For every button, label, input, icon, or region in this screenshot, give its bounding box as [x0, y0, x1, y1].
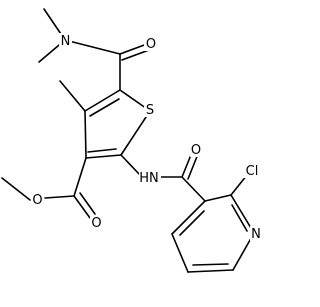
bond-o-methyl [1, 177, 31, 201]
atom-cl: Cl [246, 164, 259, 179]
bond-n-amide-c [64, 39, 121, 55]
bond-c3-c4 [84, 110, 87, 159]
bond-s-c2 [120, 110, 151, 156]
bond-py-c5-c4 [171, 233, 189, 273]
atom-o-ester-carbonyl: O [91, 216, 101, 231]
bonds [1, 8, 255, 273]
bond-c3-ester-c [73, 157, 87, 197]
bond-c4-methyl [59, 80, 86, 112]
atom-o-amide-top: O [146, 37, 156, 52]
bond-c2-c3-1 [85, 154, 122, 159]
atom-s-thiophene: S [146, 103, 154, 118]
bond-py-c2-n-inner [231, 204, 248, 232]
bond-py-c6-c5 [187, 269, 234, 273]
bond-c2-nh [120, 154, 141, 176]
bond-c4-c5-2 [89, 98, 120, 117]
bond-py-c3-c2 [204, 194, 232, 202]
structure-canvas: N O S HN O Cl O O N [1, 8, 263, 273]
atom-labels: N O S HN O Cl O O N [31, 33, 263, 242]
bond-py-c6-c5-inner [192, 263, 229, 266]
atom-nh: HN [139, 171, 159, 186]
bond-ester-c-o [44, 195, 75, 199]
bond-amide-c-py-c3 [181, 176, 206, 202]
atom-o-ester-ether: O [32, 193, 42, 208]
bond-ester-co-1 [73, 195, 91, 219]
atom-o-amide-right: O [191, 143, 201, 158]
bond-c2-c3-2 [87, 148, 117, 153]
bond-ester-co-2 [79, 192, 96, 215]
bond-py-c4-c3-inner [179, 210, 205, 236]
bond-py-c4-c3 [171, 200, 206, 235]
molecule-diagram: N O S HN O Cl O O N [1, 8, 263, 273]
bond-amide-co-top-2 [121, 49, 150, 61]
bond-py-c2-cl [230, 174, 248, 196]
bond-amide-co-top-1 [119, 43, 148, 55]
atom-n-dimethyl: N [61, 34, 71, 49]
atom-n-pyridine: N [251, 227, 261, 242]
bond-amide-co-right-2 [187, 153, 199, 180]
bond-c4-c5-1 [84, 89, 121, 112]
